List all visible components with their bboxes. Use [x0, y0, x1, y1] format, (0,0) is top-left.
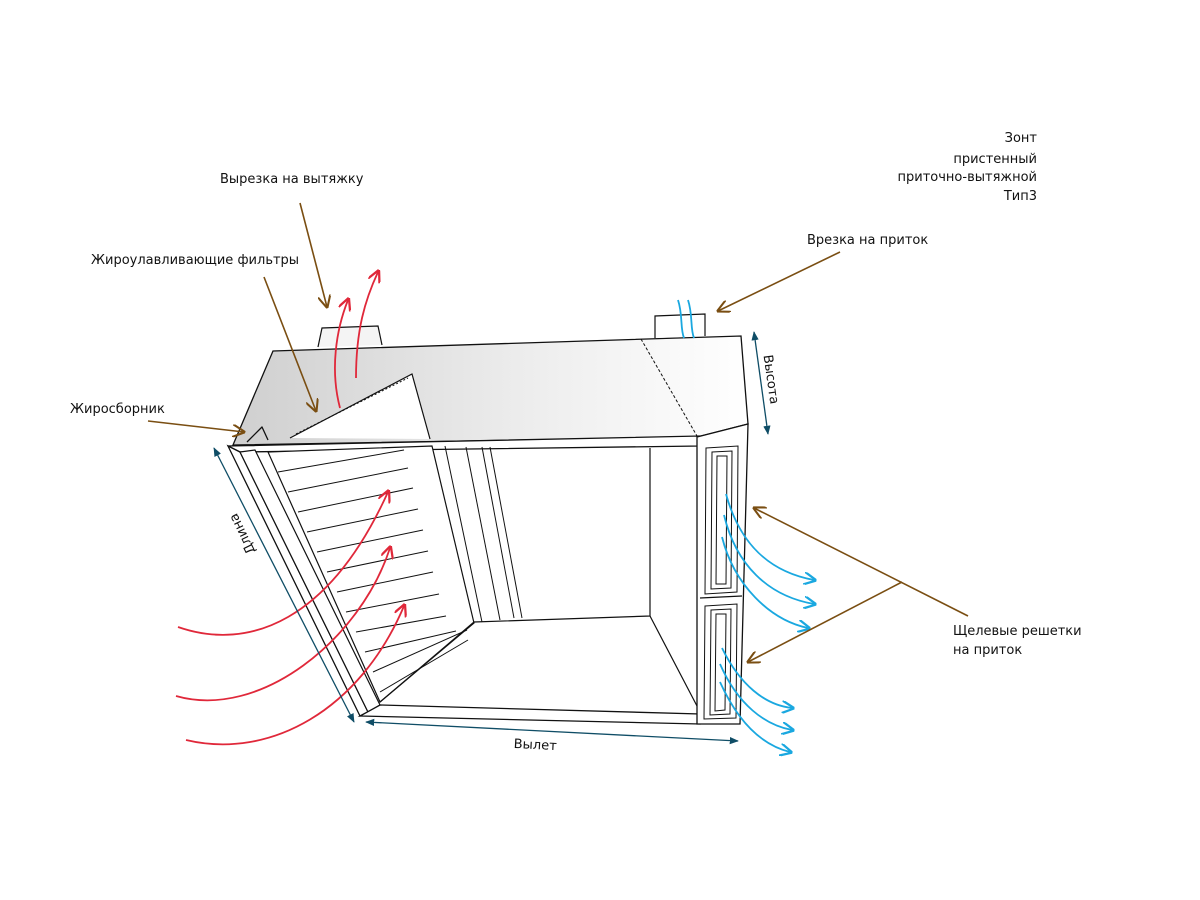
exhaust-arrow-top-1 — [334, 300, 348, 409]
label-exhaust-cutout: Вырезка на вытяжку — [220, 172, 364, 187]
supply-inlet-flow-1 — [677, 299, 685, 339]
supply-arrow-6 — [719, 681, 790, 752]
title-line-2: пристенный — [953, 152, 1037, 167]
label-supply-inlet: Врезка на приток — [807, 233, 928, 248]
overhang-dim-label: Вылет — [513, 737, 557, 754]
slot-grille-lower — [703, 603, 738, 720]
height-dim-label: Высота — [760, 354, 782, 405]
exhaust-arrow-top-2 — [355, 272, 378, 379]
filter-channel-lines — [444, 445, 523, 623]
top-seam-line — [640, 338, 698, 437]
leader-slot-grilles-upper — [754, 508, 969, 617]
inner-cavity — [473, 448, 651, 623]
title-line-4: Тип3 — [1003, 189, 1037, 204]
length-dim-label: Длина — [227, 511, 260, 557]
title-line-1: Зонт — [1005, 131, 1038, 146]
exhaust-collar — [317, 325, 383, 348]
height-dim-line — [751, 331, 771, 435]
supply-arrow-4 — [721, 647, 792, 708]
label-grease-filters: Жироулавливающие фильтры — [91, 253, 299, 268]
label-slot-grilles-2: на приток — [953, 643, 1022, 658]
inner-cavity-floor — [379, 615, 698, 707]
title-line-3: приточно-вытяжной — [898, 170, 1037, 185]
title-block: Зонт пристенный приточно-вытяжной Тип3 — [898, 131, 1038, 204]
supply-arrow-1 — [725, 493, 814, 580]
leader-grease-collector — [147, 420, 244, 432]
leader-lines — [147, 202, 969, 662]
dimension-lines — [213, 331, 771, 745]
filter-top-dotted — [295, 377, 409, 435]
slot-grille-upper — [704, 445, 739, 595]
supply-arrow-5 — [719, 663, 792, 730]
callout-labels: Вырезка на вытяжку Жироулавливающие филь… — [70, 172, 1082, 658]
supply-arrow-2 — [723, 514, 814, 604]
leader-exhaust-cutout — [299, 202, 327, 307]
overhang-dim-line — [365, 718, 739, 745]
grease-collector-tray — [246, 426, 269, 443]
label-slot-grilles-1: Щелевые решетки — [953, 624, 1082, 639]
leader-slot-grilles-lower — [748, 581, 903, 662]
right-side-panel — [696, 423, 749, 725]
supply-collar — [654, 313, 706, 338]
supply-inlet-flow-2 — [687, 299, 695, 339]
bottom-rail — [357, 704, 701, 725]
label-grease-collector: Жиросборник — [70, 402, 165, 417]
leader-grease-filters — [263, 276, 316, 411]
filter-top-panel — [289, 373, 431, 440]
supply-arrow-3 — [721, 536, 808, 628]
right-panel-divider — [699, 595, 743, 599]
length-dim-line — [213, 447, 355, 723]
leader-supply-inlet — [718, 251, 841, 311]
supply-flow-arrows — [677, 299, 814, 752]
